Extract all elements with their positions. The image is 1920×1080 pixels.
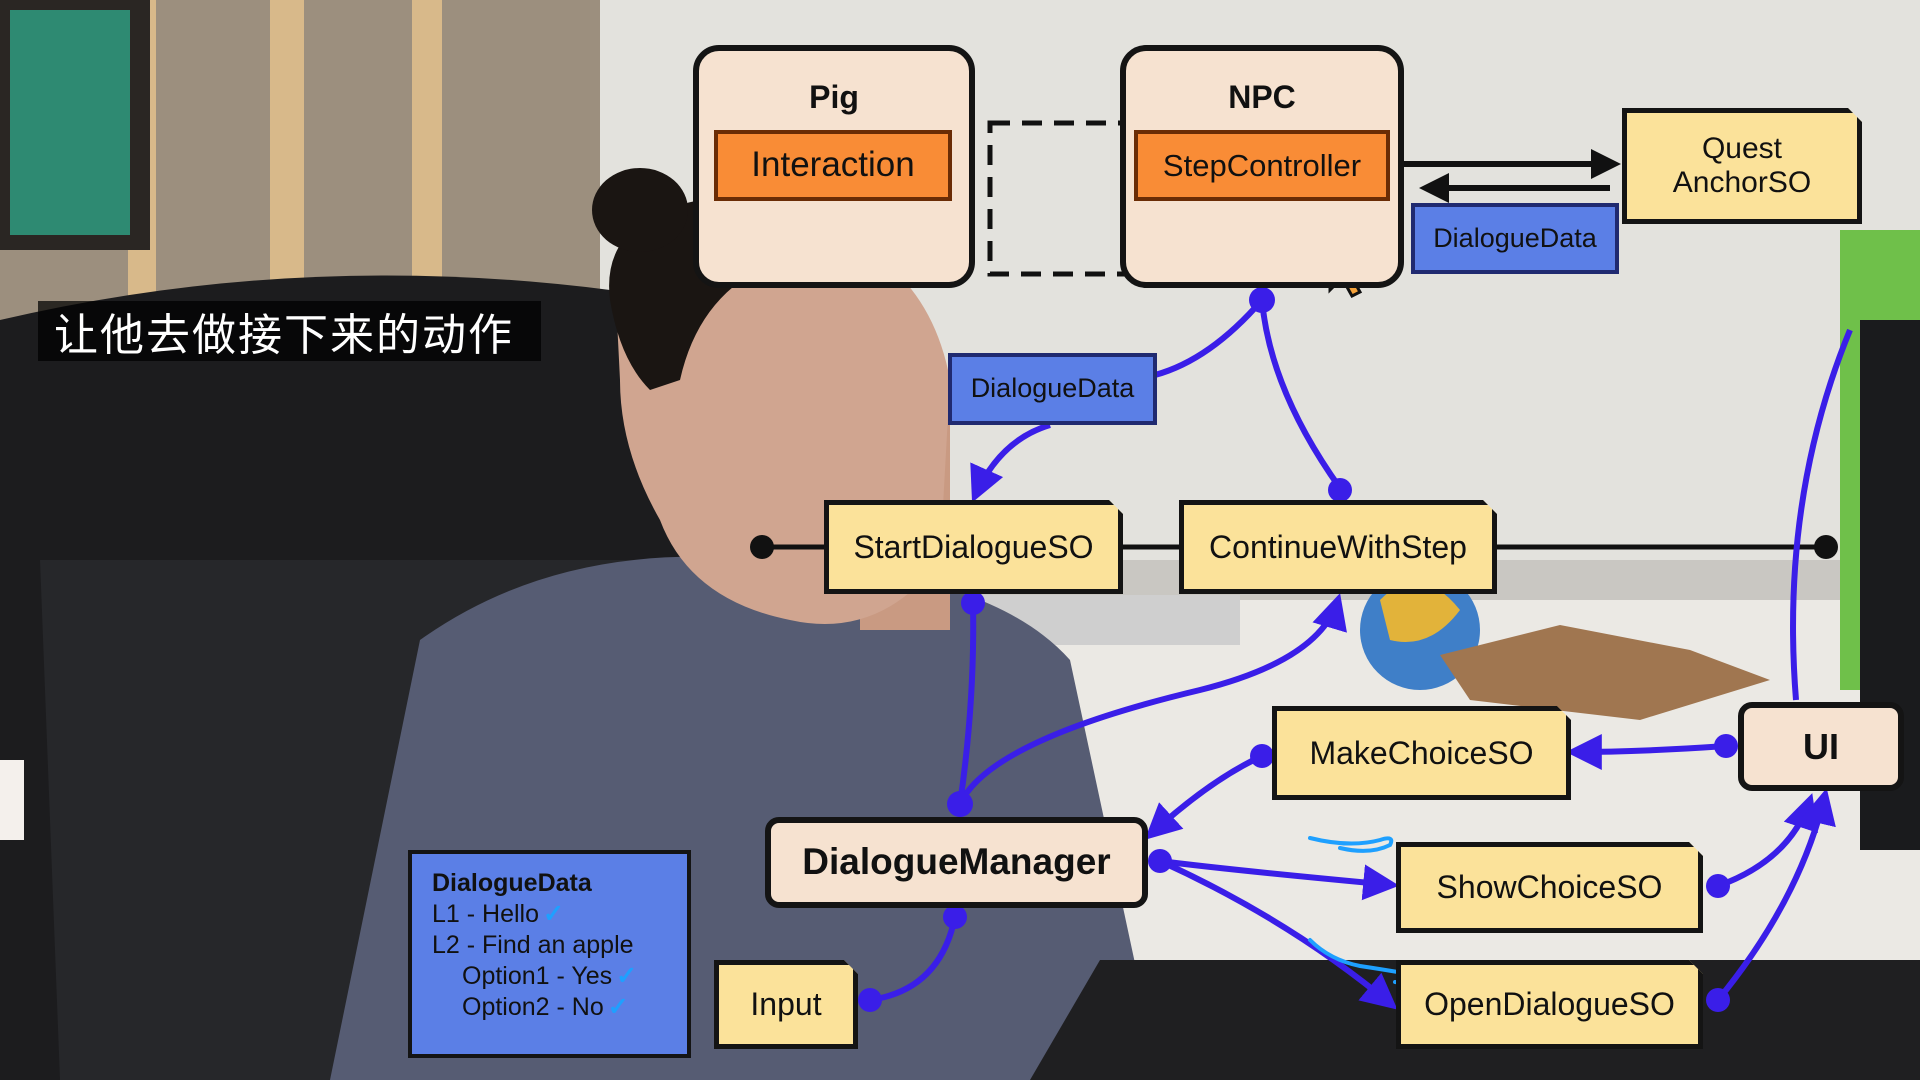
manager-to-showchoice-wire — [1159, 858, 1400, 901]
data-panel-line1: L1 - Hello✓ — [432, 899, 687, 930]
quest-anchor-line1: Quest — [1701, 131, 1783, 165]
interaction-component: Interaction — [714, 130, 952, 201]
ui-label: UI — [1803, 725, 1839, 767]
check-icon: ✓ — [616, 962, 638, 990]
open-dialogue-node: OpenDialogueSO — [1396, 960, 1703, 1049]
video-subtitle: 让他去做接下来的动作 — [38, 301, 541, 361]
continue-with-step-node: ContinueWithStep — [1179, 500, 1497, 594]
ui-to-monitor-wire — [1790, 328, 1853, 701]
show-choice-label: ShowChoiceSO — [1436, 869, 1663, 906]
quest-anchor-line2: AnchorSO — [1672, 166, 1812, 199]
dialogue-data-right-label: DialogueData — [1433, 222, 1597, 253]
check-icon: ✓ — [607, 993, 629, 1021]
ui-port-left — [1714, 734, 1738, 758]
manager-to-continue-wire — [957, 593, 1347, 806]
showchoice-port — [1706, 874, 1730, 898]
scribble-showchoice — [1308, 836, 1394, 853]
data-panel-title: DialogueData — [432, 869, 592, 897]
data-panel-opt1: Option1 - Yes — [462, 962, 613, 990]
input-label: Input — [750, 986, 822, 1023]
interaction-label: Interaction — [751, 145, 915, 185]
pig-container-label: Pig — [809, 79, 859, 115]
bus-endpoint-right — [1814, 535, 1838, 559]
npc-to-continue-wire — [1259, 299, 1343, 490]
step-controller-label: StepController — [1162, 147, 1362, 183]
continue-port — [1328, 478, 1352, 502]
data-panel-line2: L2 - Find an apple — [432, 931, 634, 959]
makechoice-port — [1250, 744, 1274, 768]
manager-port-top — [947, 791, 973, 817]
dashed-link — [987, 120, 1151, 277]
start-dialogue-label: StartDialogueSO — [853, 528, 1094, 565]
quest-anchor-node: Quest AnchorSO — [1622, 108, 1862, 224]
start-to-manager-wire — [957, 602, 977, 805]
dialogue-manager-node: DialogueManager — [765, 817, 1148, 908]
npc-port — [1249, 287, 1275, 313]
make-choice-label: MakeChoiceSO — [1309, 734, 1534, 771]
input-port — [858, 988, 882, 1012]
dialogue-data-right: DialogueData — [1411, 203, 1619, 274]
dialogue-data-mid-label: DialogueData — [970, 373, 1135, 404]
manager-port-right — [1148, 849, 1172, 873]
show-choice-node: ShowChoiceSO — [1396, 842, 1703, 933]
start-port — [961, 591, 985, 615]
manager-port-bottom — [943, 905, 967, 929]
bus-endpoint-left — [750, 535, 774, 559]
npc-container-label: NPC — [1228, 79, 1296, 115]
data-panel-opt2: Option2 - No — [462, 993, 604, 1021]
start-dialogue-node: StartDialogueSO — [824, 500, 1123, 594]
makechoice-to-manager-wire — [1144, 753, 1264, 840]
manager-to-opendialogue-wire — [1158, 858, 1398, 1010]
make-choice-node: MakeChoiceSO — [1272, 706, 1571, 800]
dialogue-data-panel: DialogueData L1 - Hello✓ L2 - Find an ap… — [408, 850, 691, 1058]
data-panel-line4: Option2 - No✓ — [432, 992, 687, 1023]
dialogue-data-mid: DialogueData — [948, 353, 1157, 425]
dialoguedata-to-start-wire — [970, 422, 1051, 503]
data-panel-l1: L1 - Hello — [432, 900, 539, 928]
opendialogue-port — [1706, 988, 1730, 1012]
opendialogue-to-ui-wire — [1715, 787, 1836, 1002]
data-panel-line3: Option1 - Yes✓ — [432, 961, 687, 992]
input-to-manager-wire — [869, 916, 958, 1003]
step-controller-component: StepController — [1134, 130, 1390, 201]
check-icon: ✓ — [543, 900, 564, 928]
open-dialogue-label: OpenDialogueSO — [1424, 986, 1675, 1023]
continue-with-step-label: ContinueWithStep — [1209, 528, 1467, 565]
ui-to-makechoice-wire — [1565, 733, 1727, 770]
input-node: Input — [714, 960, 858, 1049]
dialogue-manager-label: DialogueManager — [802, 841, 1111, 883]
npc-to-dialoguedata-wire — [1154, 298, 1265, 378]
ui-node: UI — [1738, 702, 1904, 791]
